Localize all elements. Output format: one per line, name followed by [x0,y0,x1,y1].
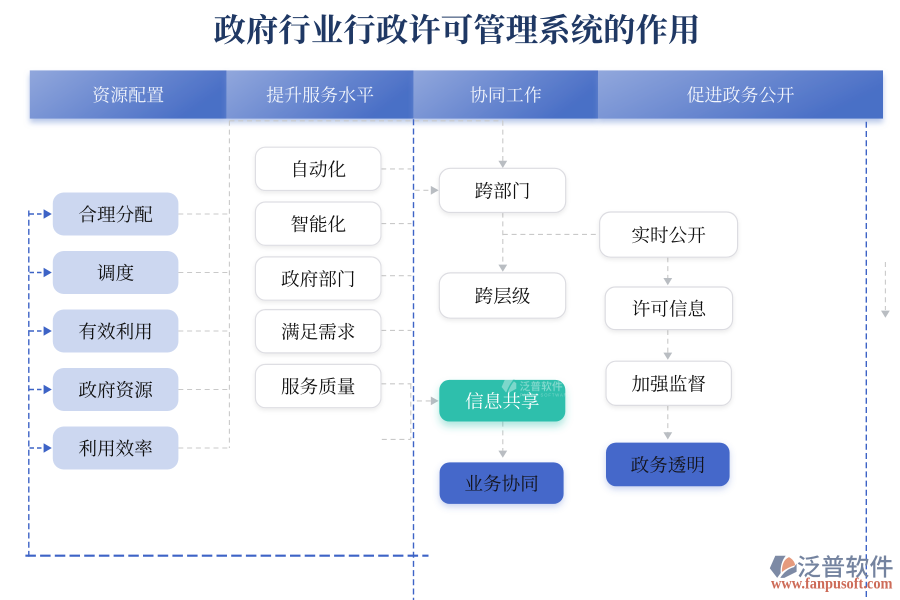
svg-text:www.fanpusoft.com: www.fanpusoft.com [771,576,893,593]
svg-text:FANPU SOFTWARE: FANPU SOFTWARE [520,392,571,397]
